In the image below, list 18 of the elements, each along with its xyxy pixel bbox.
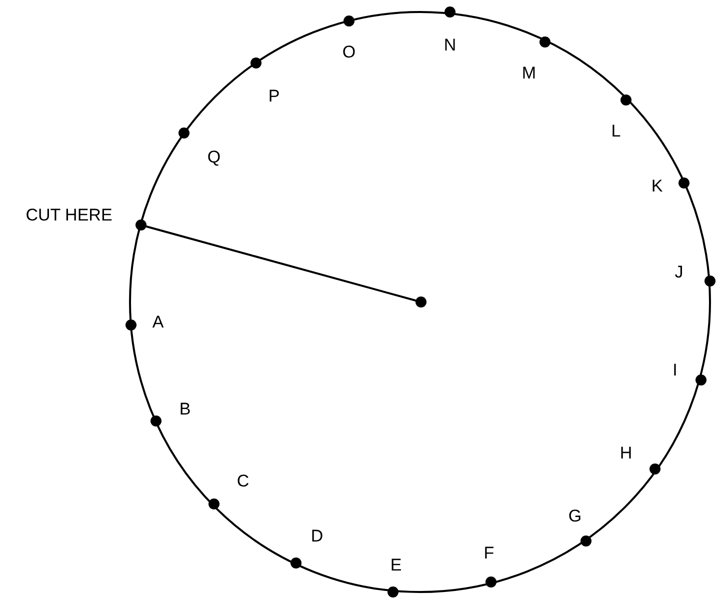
point-letter: F bbox=[484, 544, 494, 562]
point-letter: D bbox=[310, 528, 324, 544]
point-letter: G bbox=[568, 508, 582, 524]
point-letter: C bbox=[236, 472, 250, 490]
cut-instruction: CUT HERE bbox=[26, 206, 112, 224]
point-letter: Q bbox=[207, 148, 221, 166]
point-letter: O bbox=[342, 44, 356, 60]
point-letter: H bbox=[620, 444, 632, 462]
point-letter: B bbox=[179, 400, 191, 418]
point-letter: I bbox=[672, 362, 678, 378]
point-letter: K bbox=[651, 178, 663, 194]
point-letter: L bbox=[611, 122, 621, 140]
point-letter: N bbox=[444, 36, 456, 54]
point-letter: J bbox=[674, 264, 684, 280]
point-letter: P bbox=[268, 88, 280, 104]
point-letter: E bbox=[390, 556, 402, 574]
point-letter: M bbox=[522, 64, 536, 82]
point-letter: A bbox=[152, 314, 164, 330]
